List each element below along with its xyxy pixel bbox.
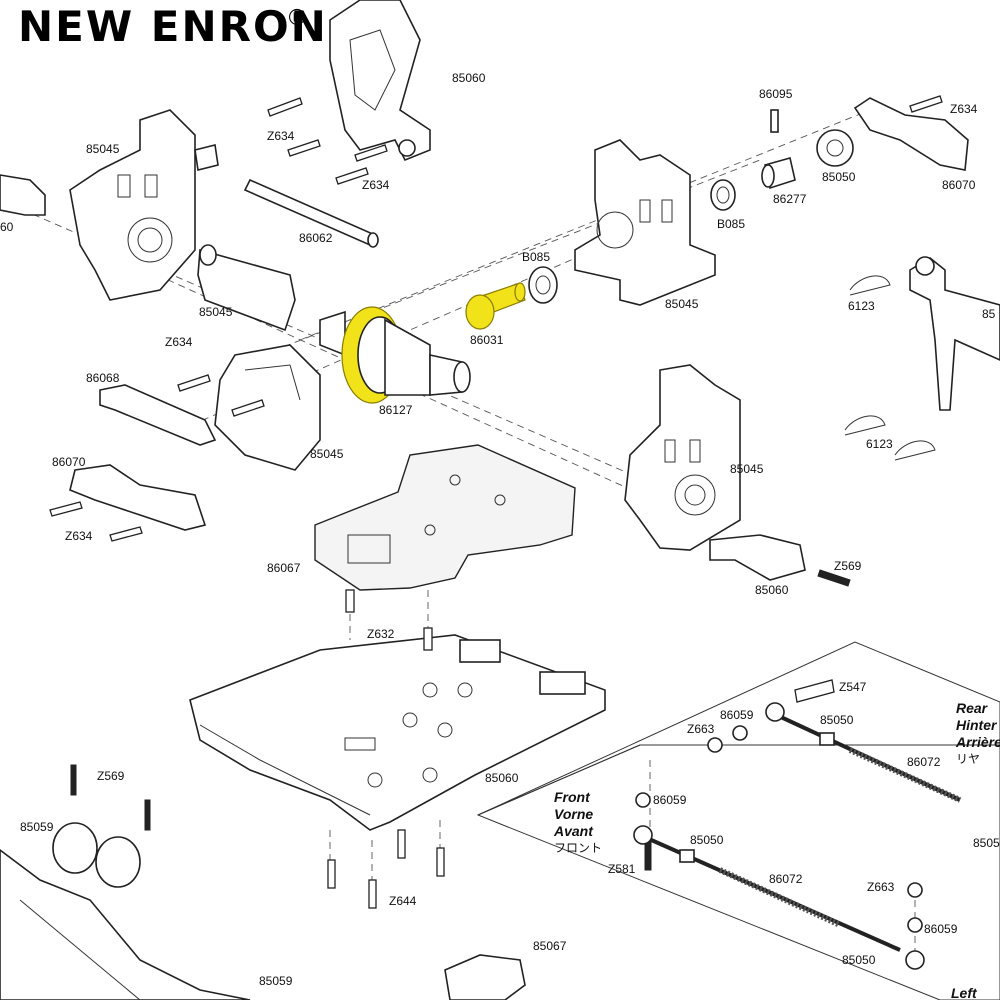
shaft-part (243, 178, 379, 248)
shock-tower-part (329, 0, 431, 162)
lower-arm-85059 (0, 849, 251, 1000)
part-label: 86095 (759, 87, 793, 101)
part-label: Z581 (608, 862, 636, 876)
part-label: 8505 (973, 836, 1000, 850)
part-label: Z634 (267, 129, 295, 143)
rod-ends (633, 702, 925, 970)
part-label: 85060 (485, 771, 519, 785)
part-label: 85045 (199, 305, 233, 319)
arm-85067 (444, 954, 526, 1000)
part-label: 85 (982, 307, 996, 321)
part-label: Z663 (867, 880, 895, 894)
linkage-boxes (476, 641, 1000, 1000)
part-label: 85067 (533, 939, 567, 953)
part-label: 85050 (820, 713, 854, 727)
skid-plate-85060 (189, 634, 606, 831)
part-label: 85050 (690, 833, 724, 847)
part-label: Z634 (165, 335, 193, 349)
right-hinge-part (709, 534, 806, 581)
part-label: 86072 (907, 755, 941, 769)
part-label: Z634 (950, 102, 978, 116)
left-gearbox-housing (69, 109, 219, 301)
part-label: 86062 (299, 231, 333, 245)
bearing-part (528, 179, 736, 304)
part-label: 85050 (822, 170, 856, 184)
part-label: 86070 (942, 178, 976, 192)
brand-logo: NEW ENRON (18, 2, 328, 51)
part-label: Z569 (834, 559, 862, 573)
part-label: Z547 (839, 680, 867, 694)
differential-assembly (319, 306, 471, 404)
part-label: 6123 (866, 437, 893, 451)
bulkhead-cover (214, 344, 321, 471)
part-label: 85059 (259, 974, 293, 988)
part-label: 86059 (924, 922, 958, 936)
left-label: Left (951, 985, 977, 1000)
part-label: 6123 (848, 299, 875, 313)
right-top-housing (574, 139, 716, 306)
pinion-gear-86031 (465, 282, 526, 330)
part-label: 85060 (755, 583, 789, 597)
part-label: Z569 (97, 769, 125, 783)
part-label: Z634 (362, 178, 390, 192)
body-post-part (909, 256, 1000, 411)
part-label: 86072 (769, 872, 803, 886)
arm-mount-86070 (69, 464, 207, 531)
part-label: 86277 (773, 192, 807, 206)
registered-mark: ® (286, 6, 308, 31)
front-label: Front Vorne Avant フロント (554, 789, 603, 855)
part-label: 85045 (665, 297, 699, 311)
part-label: 85059 (20, 820, 54, 834)
part-label: 86127 (379, 403, 413, 417)
arm-mount-86068 (99, 384, 217, 446)
part-label: B085 (717, 217, 746, 231)
chassis-plate-86067 (314, 444, 576, 591)
turnbuckles (639, 710, 962, 952)
bushings-85059 (52, 822, 141, 888)
part-label: 86059 (720, 708, 754, 722)
part-label: Z634 (65, 529, 93, 543)
outdrive-group (761, 97, 969, 190)
part-label: 85045 (86, 142, 120, 156)
part-label: 86068 (86, 371, 120, 385)
part-label: 86059 (653, 793, 687, 807)
part-label: Z663 (687, 722, 715, 736)
part-label: B085 (522, 250, 551, 264)
hinge-holder-part (197, 244, 296, 332)
part-label: Z632 (367, 627, 395, 641)
part-label: 86031 (470, 333, 504, 347)
left-edge-part (0, 174, 46, 216)
part-label: 85045 (310, 447, 344, 461)
screws (49, 95, 943, 909)
part-label: Z644 (389, 894, 417, 908)
lower-right-housing (624, 364, 741, 551)
part-label: 85060 (452, 71, 486, 85)
part-label: 60 (0, 220, 14, 234)
part-label: 86067 (267, 561, 301, 575)
part-label: 85045 (730, 462, 764, 476)
part-label: 86070 (52, 455, 86, 469)
body-clips (844, 275, 936, 461)
rear-label: Rear Hinter Arrière リヤ (956, 700, 1000, 766)
part-label: 85050 (842, 953, 876, 967)
